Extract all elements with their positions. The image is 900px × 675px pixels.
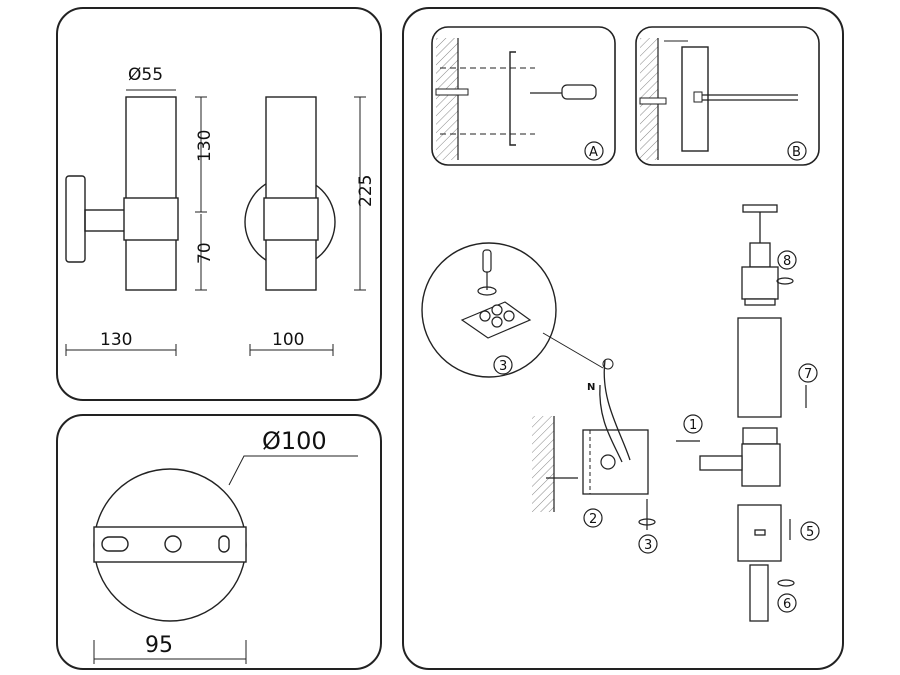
dim-height-upper: 130 — [195, 130, 215, 162]
step-label: 3 — [644, 538, 652, 553]
step-label: 3 — [499, 359, 507, 374]
panel-frame — [402, 7, 844, 670]
terminal-block — [460, 301, 532, 339]
front-view-drawing — [244, 96, 336, 291]
dim-width: 100 — [272, 330, 304, 350]
view-b-label: B — [792, 145, 801, 160]
dim-height-total: 225 — [356, 175, 376, 207]
base-plate-panel: Ø100 95 — [56, 414, 382, 670]
dimension-lines — [93, 455, 358, 664]
step-label: 5 — [806, 525, 814, 540]
screw-rotate-icon — [638, 499, 656, 530]
step-label: 2 — [589, 512, 597, 527]
view-a: A — [431, 26, 616, 166]
dimension-lines — [65, 89, 366, 356]
wire-neutral-label: N — [587, 382, 595, 393]
side-view-drawing — [65, 96, 179, 291]
dim-height-lower: 70 — [195, 242, 215, 264]
step-label: 8 — [783, 254, 791, 269]
installation-panel: A B — [402, 7, 844, 670]
rotate-icon — [776, 277, 795, 587]
screwdriver-icon — [530, 84, 597, 100]
screwdriver-icon — [477, 249, 497, 296]
panel-frame — [56, 7, 382, 401]
wiring-detail: 3 — [421, 242, 604, 378]
lamp-assembly — [699, 204, 782, 622]
dim-depth: 130 — [100, 330, 132, 350]
base-plate-drawing — [93, 468, 247, 622]
step-label: 7 — [804, 367, 812, 382]
panel-frame — [56, 414, 382, 670]
view-b: B — [635, 26, 820, 166]
dimensions-panel: Ø55 130 70 130 225 100 — [56, 7, 382, 401]
dim-tube-diameter: Ø55 — [128, 65, 163, 85]
view-a-label: A — [589, 145, 598, 160]
wall-mount-drawing: N — [532, 358, 649, 512]
dim-base-diameter: Ø100 — [262, 427, 327, 455]
step-label: 1 — [689, 418, 697, 433]
step-label: 6 — [783, 597, 791, 612]
dim-mount-spacing: 95 — [145, 633, 173, 658]
